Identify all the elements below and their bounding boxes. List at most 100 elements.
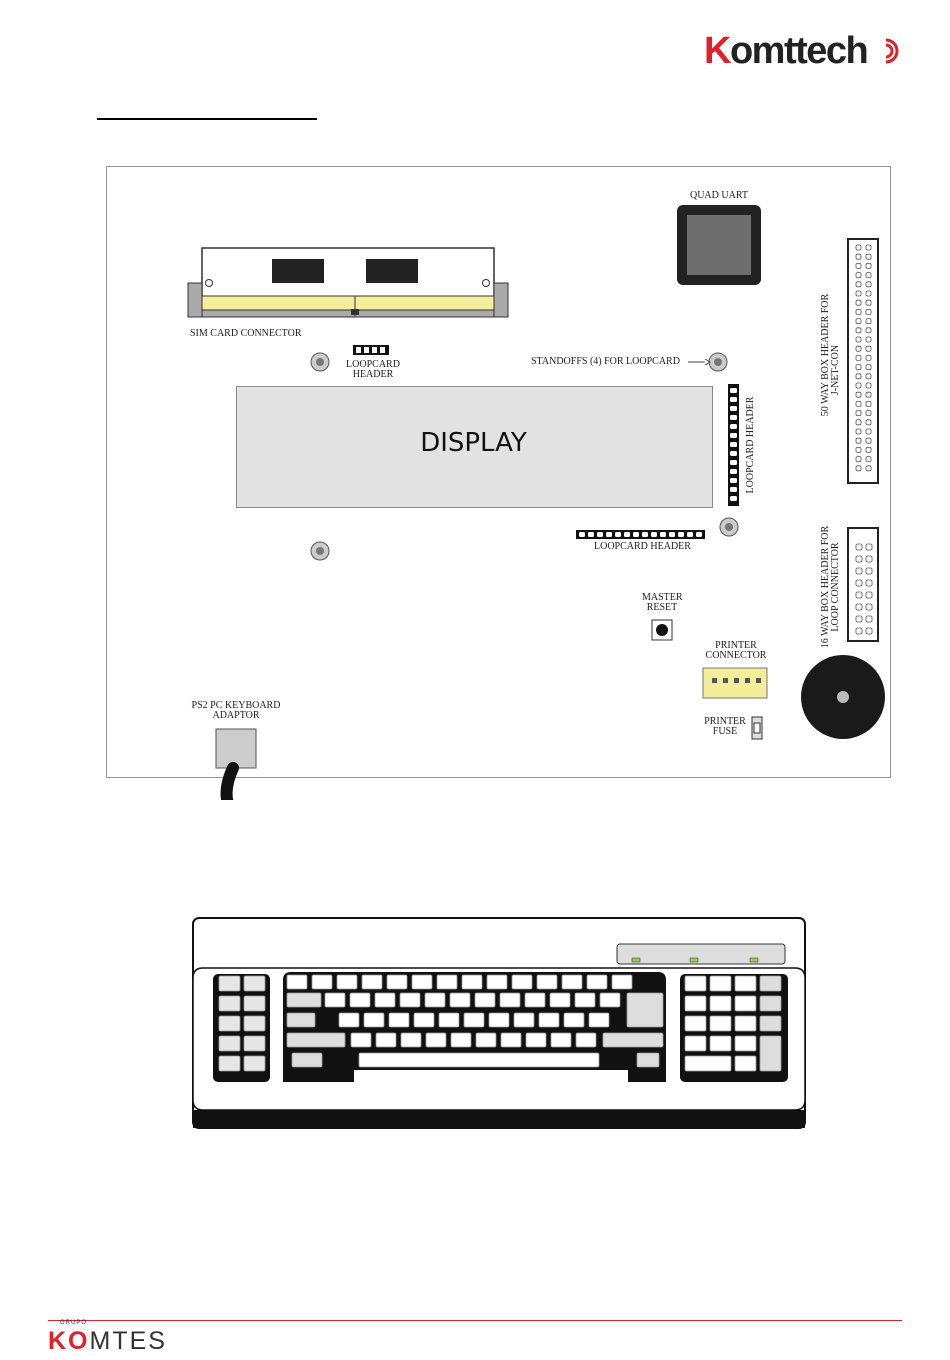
header-pin: [856, 401, 861, 406]
key: [287, 975, 307, 989]
key: [425, 993, 445, 1007]
quad-uart-label: QUAD UART: [682, 191, 756, 201]
header-pin: [866, 319, 871, 324]
header-pin: [615, 532, 621, 537]
header-pin: [856, 616, 862, 622]
ps2-adaptor-label-2: ADAPTOR: [186, 711, 286, 721]
header-pin: [678, 532, 684, 537]
header-pin: [669, 532, 675, 537]
header-pin: [866, 544, 872, 550]
box-header-16-label-2: LOOP CONNECTOR: [831, 517, 841, 657]
header-pin: [866, 628, 872, 634]
header-pin: [866, 592, 872, 598]
key: [637, 1053, 659, 1067]
master-reset-label-2: RESET: [642, 603, 682, 613]
header-pin: [856, 568, 862, 574]
header-pin: [624, 532, 630, 537]
key: [219, 1056, 240, 1071]
header-pin: [856, 319, 861, 324]
key: [562, 975, 582, 989]
header-pin: [866, 392, 871, 397]
header-pin: [856, 383, 861, 388]
key: [685, 1036, 706, 1051]
key: [612, 975, 632, 989]
key: [735, 976, 756, 991]
key: [760, 996, 781, 1011]
key: [339, 1013, 359, 1027]
key: [539, 1013, 559, 1027]
key: [760, 976, 781, 991]
key: [219, 976, 240, 991]
key: [244, 1056, 265, 1071]
header-pin: [866, 383, 871, 388]
key: [512, 975, 532, 989]
key: [426, 1033, 446, 1047]
header-pin: [866, 254, 871, 259]
loopcard-header-bottom-label: LOOPCARD HEADER: [594, 542, 691, 552]
key: [500, 993, 520, 1007]
key: [244, 996, 265, 1011]
keyboard-icon: [0, 900, 950, 1140]
header-pin: [866, 365, 871, 370]
key: [362, 975, 382, 989]
key: [537, 975, 557, 989]
key: [389, 1013, 409, 1027]
box-header-50-label-2: J-NET-CON: [831, 300, 841, 440]
header-pin: [866, 556, 872, 562]
header-pin: [687, 532, 693, 537]
standoffs-label: STANDOFFS (4) FOR LOOPCARD: [531, 357, 680, 367]
key: [526, 1033, 546, 1047]
key: [685, 1016, 706, 1031]
header-pin: [730, 496, 737, 501]
header-pin: [866, 346, 871, 351]
key: [412, 975, 432, 989]
key: [439, 1013, 459, 1027]
header-pin: [856, 420, 861, 425]
footer-logo-prefix: GRUPO: [60, 1320, 87, 1326]
header-pin: [696, 532, 702, 537]
key: [525, 993, 545, 1007]
key: [476, 1033, 496, 1047]
komtes-logo: KOMTES: [48, 1327, 167, 1356]
header-pin: [856, 604, 862, 610]
header-pin: [866, 291, 871, 296]
printer-connector-label-2: CONNECTOR: [698, 651, 774, 661]
key: [350, 993, 370, 1007]
header-pin: [730, 487, 737, 492]
header-pin: [866, 337, 871, 342]
header-pin: [730, 388, 737, 393]
header-pin: [642, 532, 648, 537]
header-pin: [866, 273, 871, 278]
header-pin: [856, 628, 862, 634]
header-pin: [866, 328, 871, 333]
key: [710, 976, 731, 991]
header-pin: [730, 478, 737, 483]
key: [589, 1013, 609, 1027]
header-pin: [866, 300, 871, 305]
header-pin: [856, 457, 861, 462]
header-pin: [856, 592, 862, 598]
key: [735, 1016, 756, 1031]
header-pin: [866, 568, 872, 574]
key: [735, 1036, 756, 1051]
key: [437, 975, 457, 989]
header-pin: [730, 460, 737, 465]
header-pin: [866, 447, 871, 452]
header-pin: [866, 245, 871, 250]
key: [487, 975, 507, 989]
header-pin: [660, 532, 666, 537]
key: [464, 1013, 484, 1027]
header-pin: [866, 263, 871, 268]
header-pin: [730, 424, 737, 429]
header-pin: [856, 438, 861, 443]
komtes-logo-text: MTES: [90, 1327, 167, 1355]
header-pin: [856, 300, 861, 305]
loopcard-header-top-label-2: HEADER: [336, 370, 410, 380]
key: [400, 993, 420, 1007]
key: [735, 996, 756, 1011]
header-pin: [579, 532, 585, 537]
key: [685, 1056, 731, 1071]
key: [337, 975, 357, 989]
header-pin: [588, 532, 594, 537]
key: [462, 975, 482, 989]
